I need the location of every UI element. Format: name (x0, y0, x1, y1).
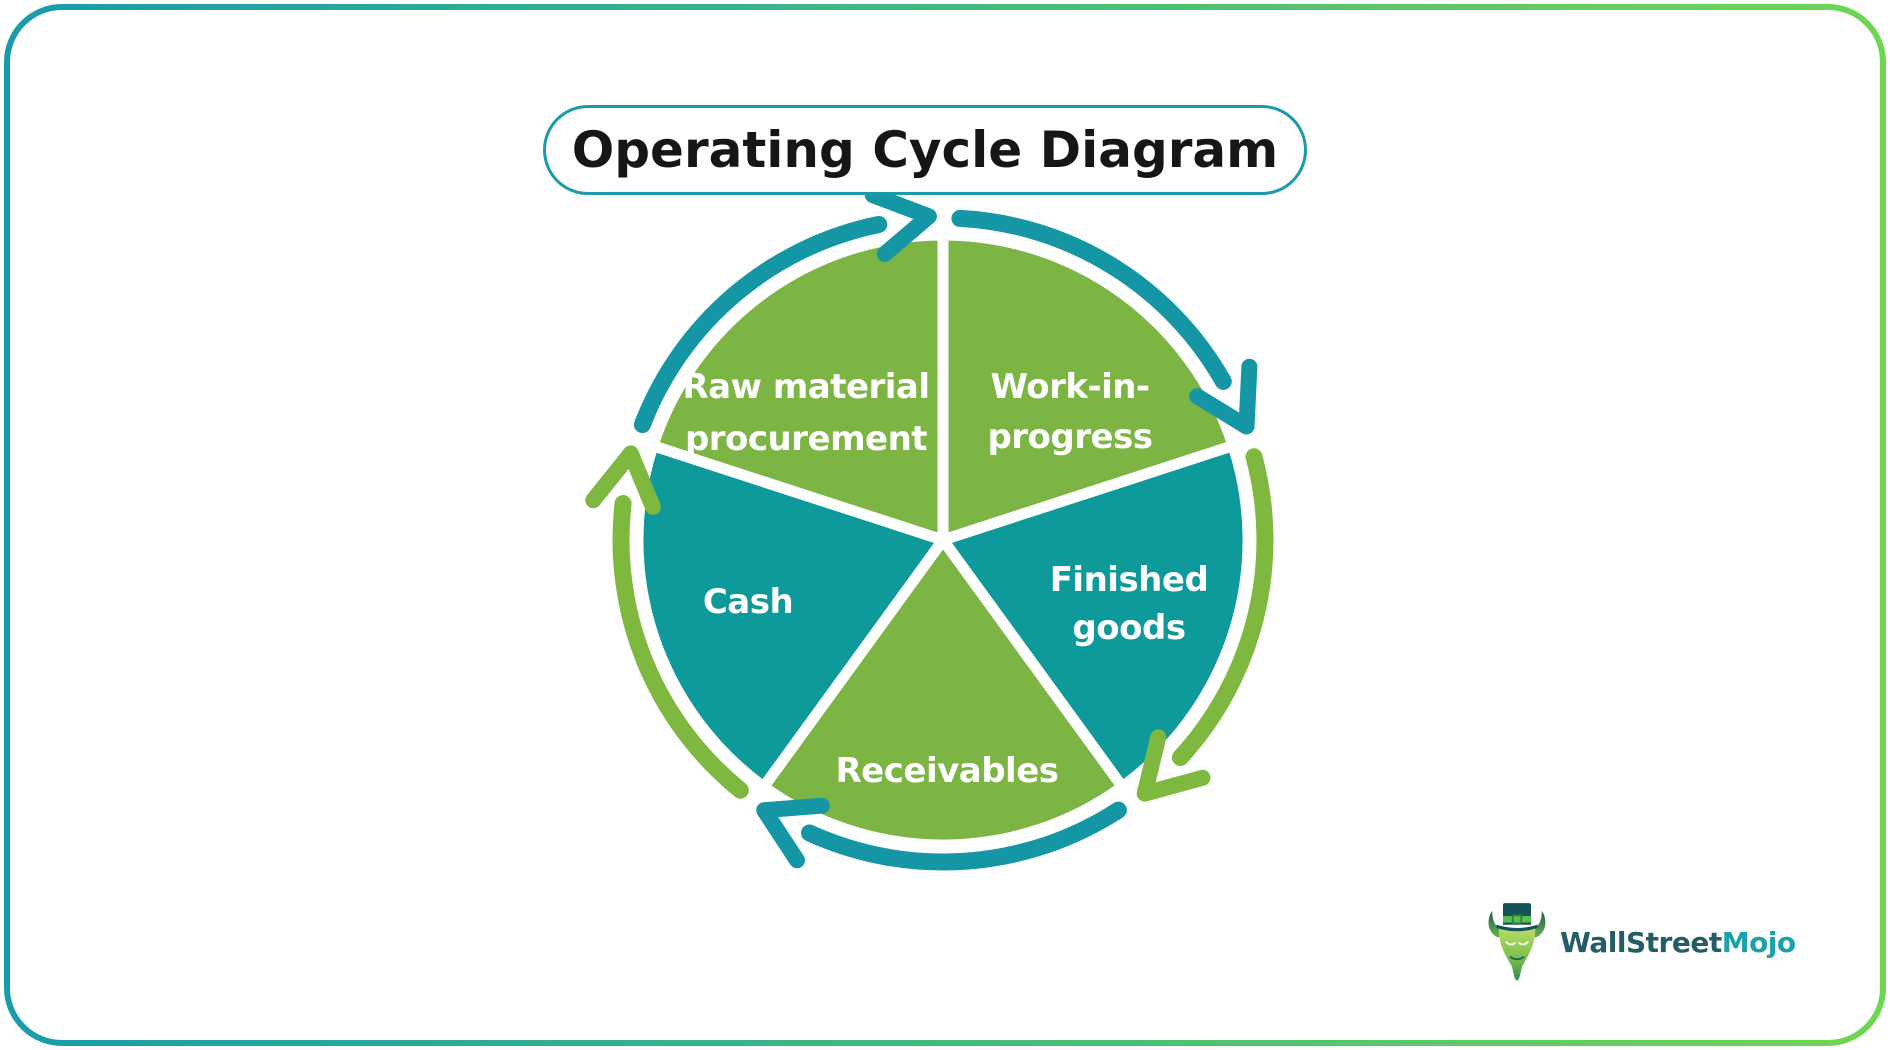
bull-icon (1488, 903, 1546, 981)
bull-hat-band (1502, 916, 1532, 923)
logo-text-wallstreet: WallStreet (1560, 925, 1722, 959)
cycle-arrowhead-work-in-progress (1189, 358, 1258, 435)
cycle-arrow-arc-work-in-progress (951, 209, 1232, 390)
bull-left-eye (1505, 941, 1516, 946)
diagram-title-pill: Operating Cycle Diagram (543, 105, 1307, 195)
cycle-arrow-arc-raw-material-procurement (633, 216, 888, 434)
slice-label-finished-goods-line1: Finished (1050, 560, 1209, 600)
slice-label-work-in-progress-line2: progress (987, 417, 1152, 457)
logo-text: WallStreetMojo (1560, 926, 1796, 959)
bull-muzzle (1509, 956, 1525, 961)
slice-label-raw-material-procurement-line2: procurement (685, 419, 927, 459)
slice-label-receivables-line1: Receivables (835, 751, 1058, 791)
bull-head (1498, 927, 1536, 981)
bull-hat-brim (1496, 924, 1538, 932)
slice-label-work-in-progress-line1: Work-in- (990, 367, 1149, 407)
cycle-arrowhead-receivables (756, 797, 830, 869)
cycle-arrow-arc-finished-goods (1171, 448, 1274, 766)
slice-label-finished-goods-line2: goods (1072, 608, 1185, 648)
cycle-arrowhead-cash (585, 445, 661, 515)
slice-label-cash-line1: Cash (703, 582, 793, 622)
cycle-arrow-arc-cash (612, 495, 749, 799)
bull-right-eye (1518, 941, 1529, 946)
diagram-title: Operating Cycle Diagram (571, 121, 1279, 179)
wallstreetmojo-logo: WallStreetMojo (1484, 900, 1796, 984)
cycle-arrowhead-finished-goods (1136, 729, 1211, 802)
bull-hat-buckle (1511, 914, 1523, 925)
logo-text-mojo: Mojo (1721, 925, 1796, 959)
cycle-arrow-arc-receivables (801, 801, 1127, 871)
cycle-arrowhead-raw-material-procurement (864, 187, 937, 262)
slice-label-raw-material-procurement-line1: Raw material (682, 367, 929, 407)
gradient-border (4, 4, 1886, 1046)
